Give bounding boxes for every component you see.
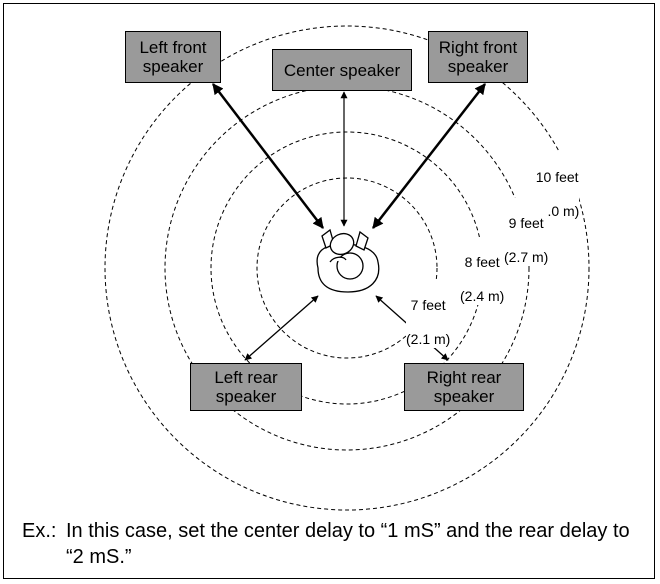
distance-label-8ft: 8 feet (2.4 m) — [460, 237, 505, 305]
left-rear-speaker: Left rear speaker — [190, 363, 302, 411]
arrow-left-rear — [244, 295, 319, 361]
distance-label-9ft: 9 feet (2.7 m) — [504, 198, 549, 266]
distance-feet: 9 feet — [508, 215, 544, 231]
distance-feet: 10 feet — [535, 169, 579, 185]
right-front-speaker: Right front speaker — [428, 31, 528, 83]
distance-feet: 7 feet — [410, 297, 446, 313]
caption-prefix: Ex.: — [22, 520, 57, 542]
seated-listener-icon — [316, 228, 380, 293]
distance-label-7ft: 7 feet (2.1 m) — [406, 280, 451, 348]
center-speaker: Center speaker — [272, 49, 412, 91]
arrow-right-front — [372, 83, 486, 229]
arrow-left-front — [212, 83, 324, 229]
left-front-speaker: Left front speaker — [125, 31, 221, 83]
diagram-frame — [3, 3, 655, 579]
caption-text: In this case, set the center delay to “1… — [66, 520, 630, 568]
distance-meters: (2.1 m) — [406, 331, 451, 347]
distance-ring-10ft — [104, 25, 590, 511]
distance-meters: (2.7 m) — [504, 249, 549, 265]
distance-meters: (2.4 m) — [460, 288, 505, 304]
right-rear-speaker: Right rear speaker — [404, 363, 524, 411]
distance-feet: 8 feet — [464, 254, 500, 270]
